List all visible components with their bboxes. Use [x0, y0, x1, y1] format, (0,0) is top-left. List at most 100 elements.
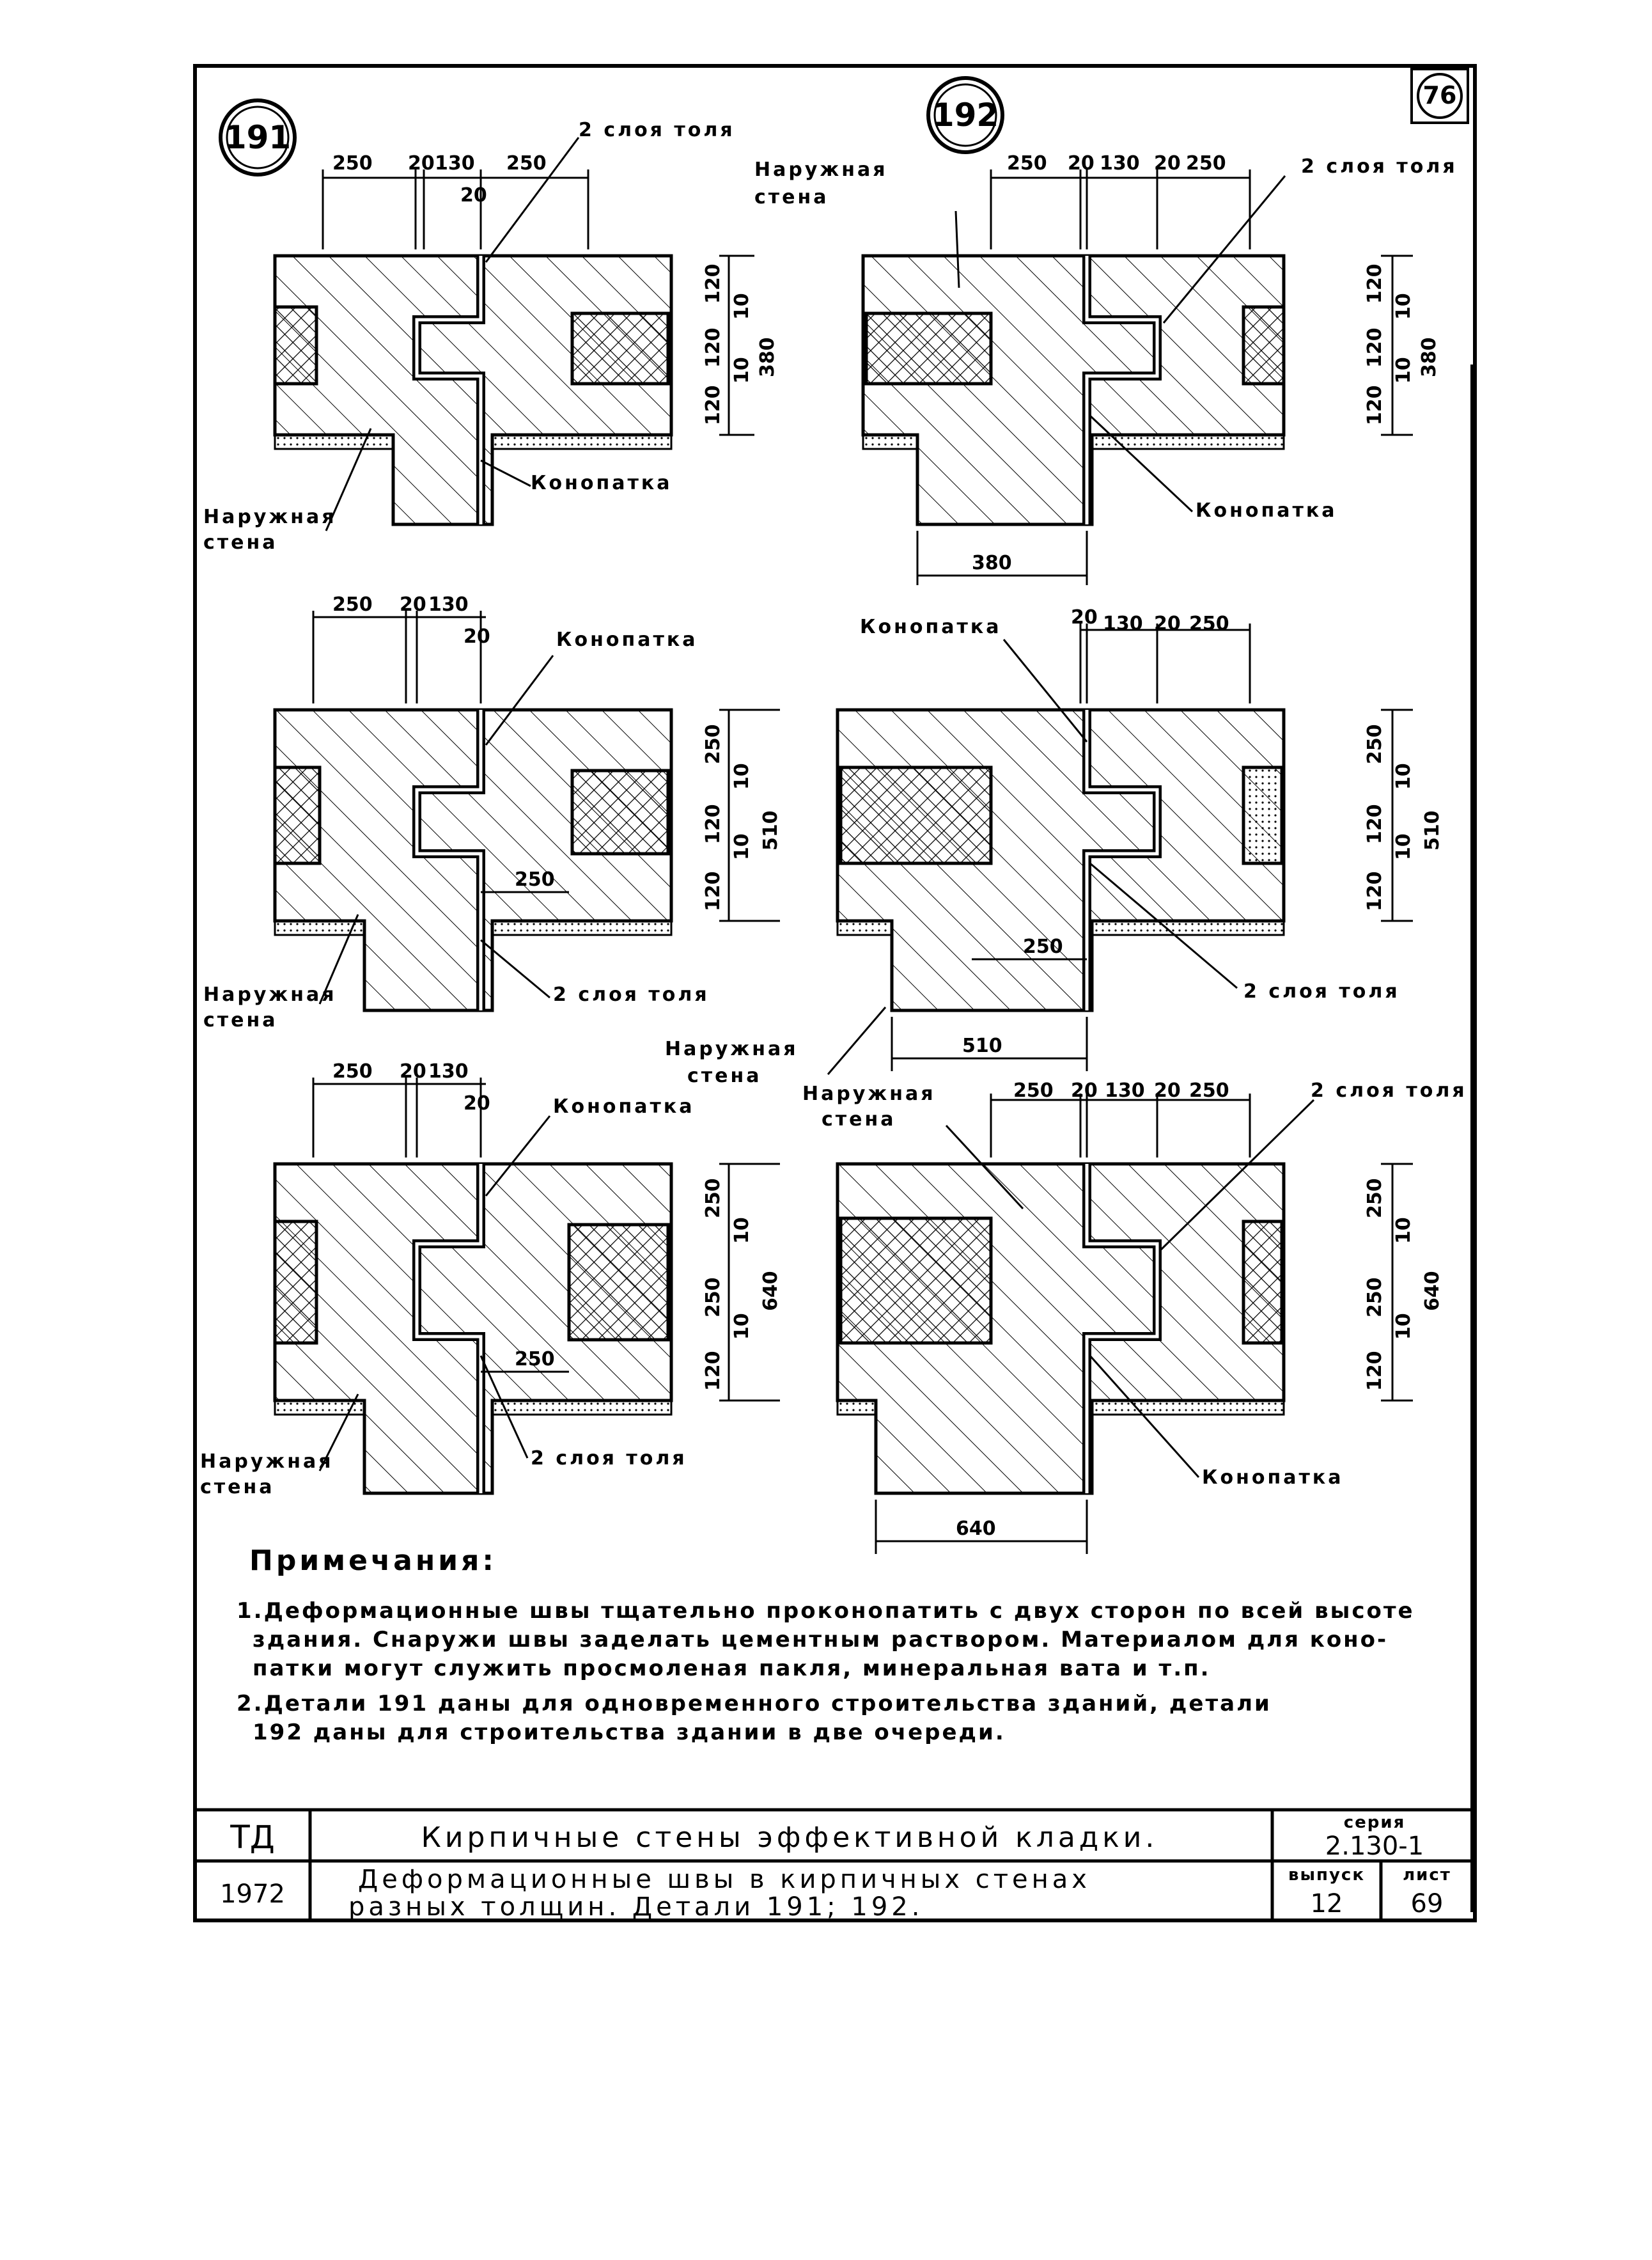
dim-250: 250 [1189, 1079, 1229, 1102]
label-outer-wall-1: Наружная [754, 159, 887, 181]
expansion-joint-inner [415, 710, 483, 1010]
label-caulking: Конопатка [1196, 499, 1337, 522]
insulation-block [1242, 765, 1284, 865]
detail-191-wall-640 [273, 1162, 673, 1495]
sheet-value: 69 [1411, 1889, 1444, 1919]
dim-side-120: 120 [1364, 804, 1386, 844]
label-outer-wall-2: стена [822, 1108, 896, 1131]
dim-side-250: 250 [702, 1178, 724, 1218]
leader-outer-wall [325, 428, 372, 531]
label-roofing: 2 слоя толя [1301, 155, 1458, 178]
leader-caulking [480, 459, 531, 487]
insulation-block [839, 765, 993, 865]
plaster-layer [491, 434, 673, 450]
dim-side-120: 120 [702, 327, 724, 368]
leader-caulking [485, 655, 554, 746]
note-1-line-2: здания. Снаружи швы заделать цементным р… [253, 1627, 1388, 1652]
dim-250: 250 [1186, 152, 1226, 175]
dim-side-250: 250 [1364, 1178, 1386, 1218]
series-value: 2.130-1 [1325, 1832, 1424, 1861]
dim-20: 20 [1068, 152, 1095, 175]
insulation-block [273, 305, 318, 386]
leader-outer-wall [318, 1393, 359, 1471]
dim-side-120: 120 [702, 263, 724, 304]
detail-marker-192: 192 [926, 76, 1004, 154]
detail-192-wall-510 [836, 708, 1286, 1012]
leader-roofing [1162, 175, 1286, 324]
dim-250: 250 [1189, 613, 1229, 635]
notes-title: Примечания: [249, 1544, 497, 1577]
dim-20: 20 [1071, 606, 1098, 629]
dim-side-120: 120 [1364, 385, 1386, 425]
note-2-line-2: 192 даны для строительства здании в две … [253, 1720, 1006, 1745]
detail-label-191: 191 [224, 119, 291, 156]
dim-bottom-640: 640 [956, 1518, 996, 1540]
dim-side-10: 10 [1392, 357, 1415, 384]
dim-side-10: 10 [731, 357, 753, 384]
dim-side-10: 10 [1392, 1217, 1415, 1244]
plaster-layer [274, 920, 366, 936]
dim-side-10: 10 [1392, 293, 1415, 320]
insulation-block [570, 311, 670, 386]
expansion-joint-inner [415, 256, 483, 524]
label-outer-wall-1: Наружная [200, 1450, 333, 1473]
leader-outer-wall [945, 1124, 1024, 1210]
dim-20-small: 20 [464, 1092, 490, 1115]
label-outer-wall-2: стена [200, 1476, 275, 1498]
label-outer-wall-1: Наружная [203, 984, 336, 1006]
row1-right-dimensions [916, 169, 1413, 585]
insulation-block [864, 311, 993, 386]
leader-outer-wall [827, 1007, 887, 1075]
dim-20: 20 [400, 1060, 426, 1083]
dim-side-120: 120 [1364, 327, 1386, 368]
plaster-layer [1091, 1399, 1285, 1416]
dim-total-380: 380 [1418, 337, 1440, 377]
sheet-number: 76 [1423, 81, 1457, 109]
expansion-joint-inner [1085, 1164, 1159, 1493]
dim-20: 20 [400, 593, 426, 616]
dim-side-120: 120 [702, 385, 724, 425]
plaster-layer [491, 1399, 673, 1416]
dim-250: 250 [332, 1060, 373, 1083]
label-outer-wall-1: Наружная [665, 1038, 798, 1060]
dim-130: 130 [1103, 613, 1143, 635]
dim-bottom-510: 510 [962, 1035, 1002, 1057]
plaster-layer [274, 434, 394, 450]
dim-side-10: 10 [731, 1313, 753, 1340]
dim-bottom-380: 380 [972, 552, 1012, 574]
label-caulking: Конопатка [860, 616, 1001, 638]
label-roofing: 2 слоя толя [1243, 980, 1400, 1003]
dim-20: 20 [1154, 152, 1181, 175]
dim-total-510: 510 [1421, 810, 1444, 851]
dim-20: 20 [1071, 1079, 1098, 1102]
dim-250: 250 [1013, 1079, 1054, 1102]
dim-20: 20 [1154, 613, 1181, 635]
wall-section [273, 708, 673, 1012]
label-caulking: Конопатка [531, 472, 672, 494]
label-roofing: 2 слоя толя [531, 1447, 687, 1470]
wall-section [861, 254, 1286, 526]
title-block-grid [195, 1808, 1475, 1920]
title-block-code: ТД [230, 1819, 275, 1856]
leader-caulking [1002, 639, 1088, 742]
dim-side-120: 120 [1364, 263, 1386, 304]
dim-20-small: 20 [464, 625, 490, 648]
label-outer-wall-1: Наружная [802, 1083, 935, 1105]
insulation-block [1242, 305, 1286, 386]
detail-191-wall-510 [273, 708, 673, 1012]
dim-20: 20 [1154, 1079, 1181, 1102]
dim-side-250: 250 [1364, 724, 1386, 764]
dim-side-120: 120 [702, 1351, 724, 1391]
row2-left-dimensions [312, 611, 780, 922]
expansion-joint-inner [1085, 710, 1159, 1010]
dim-side-250: 250 [702, 724, 724, 764]
leader-roofing [485, 137, 580, 263]
plaster-layer [1091, 434, 1285, 450]
dim-side-120: 120 [1364, 871, 1386, 911]
plaster-layer [274, 1399, 366, 1416]
dim-20-small: 20 [460, 184, 487, 207]
dim-side-10: 10 [731, 833, 753, 860]
expansion-joint-inner [1085, 256, 1159, 524]
note-1-line-1: 1.Деформационные швы тщательно проконопа… [237, 1598, 1415, 1624]
